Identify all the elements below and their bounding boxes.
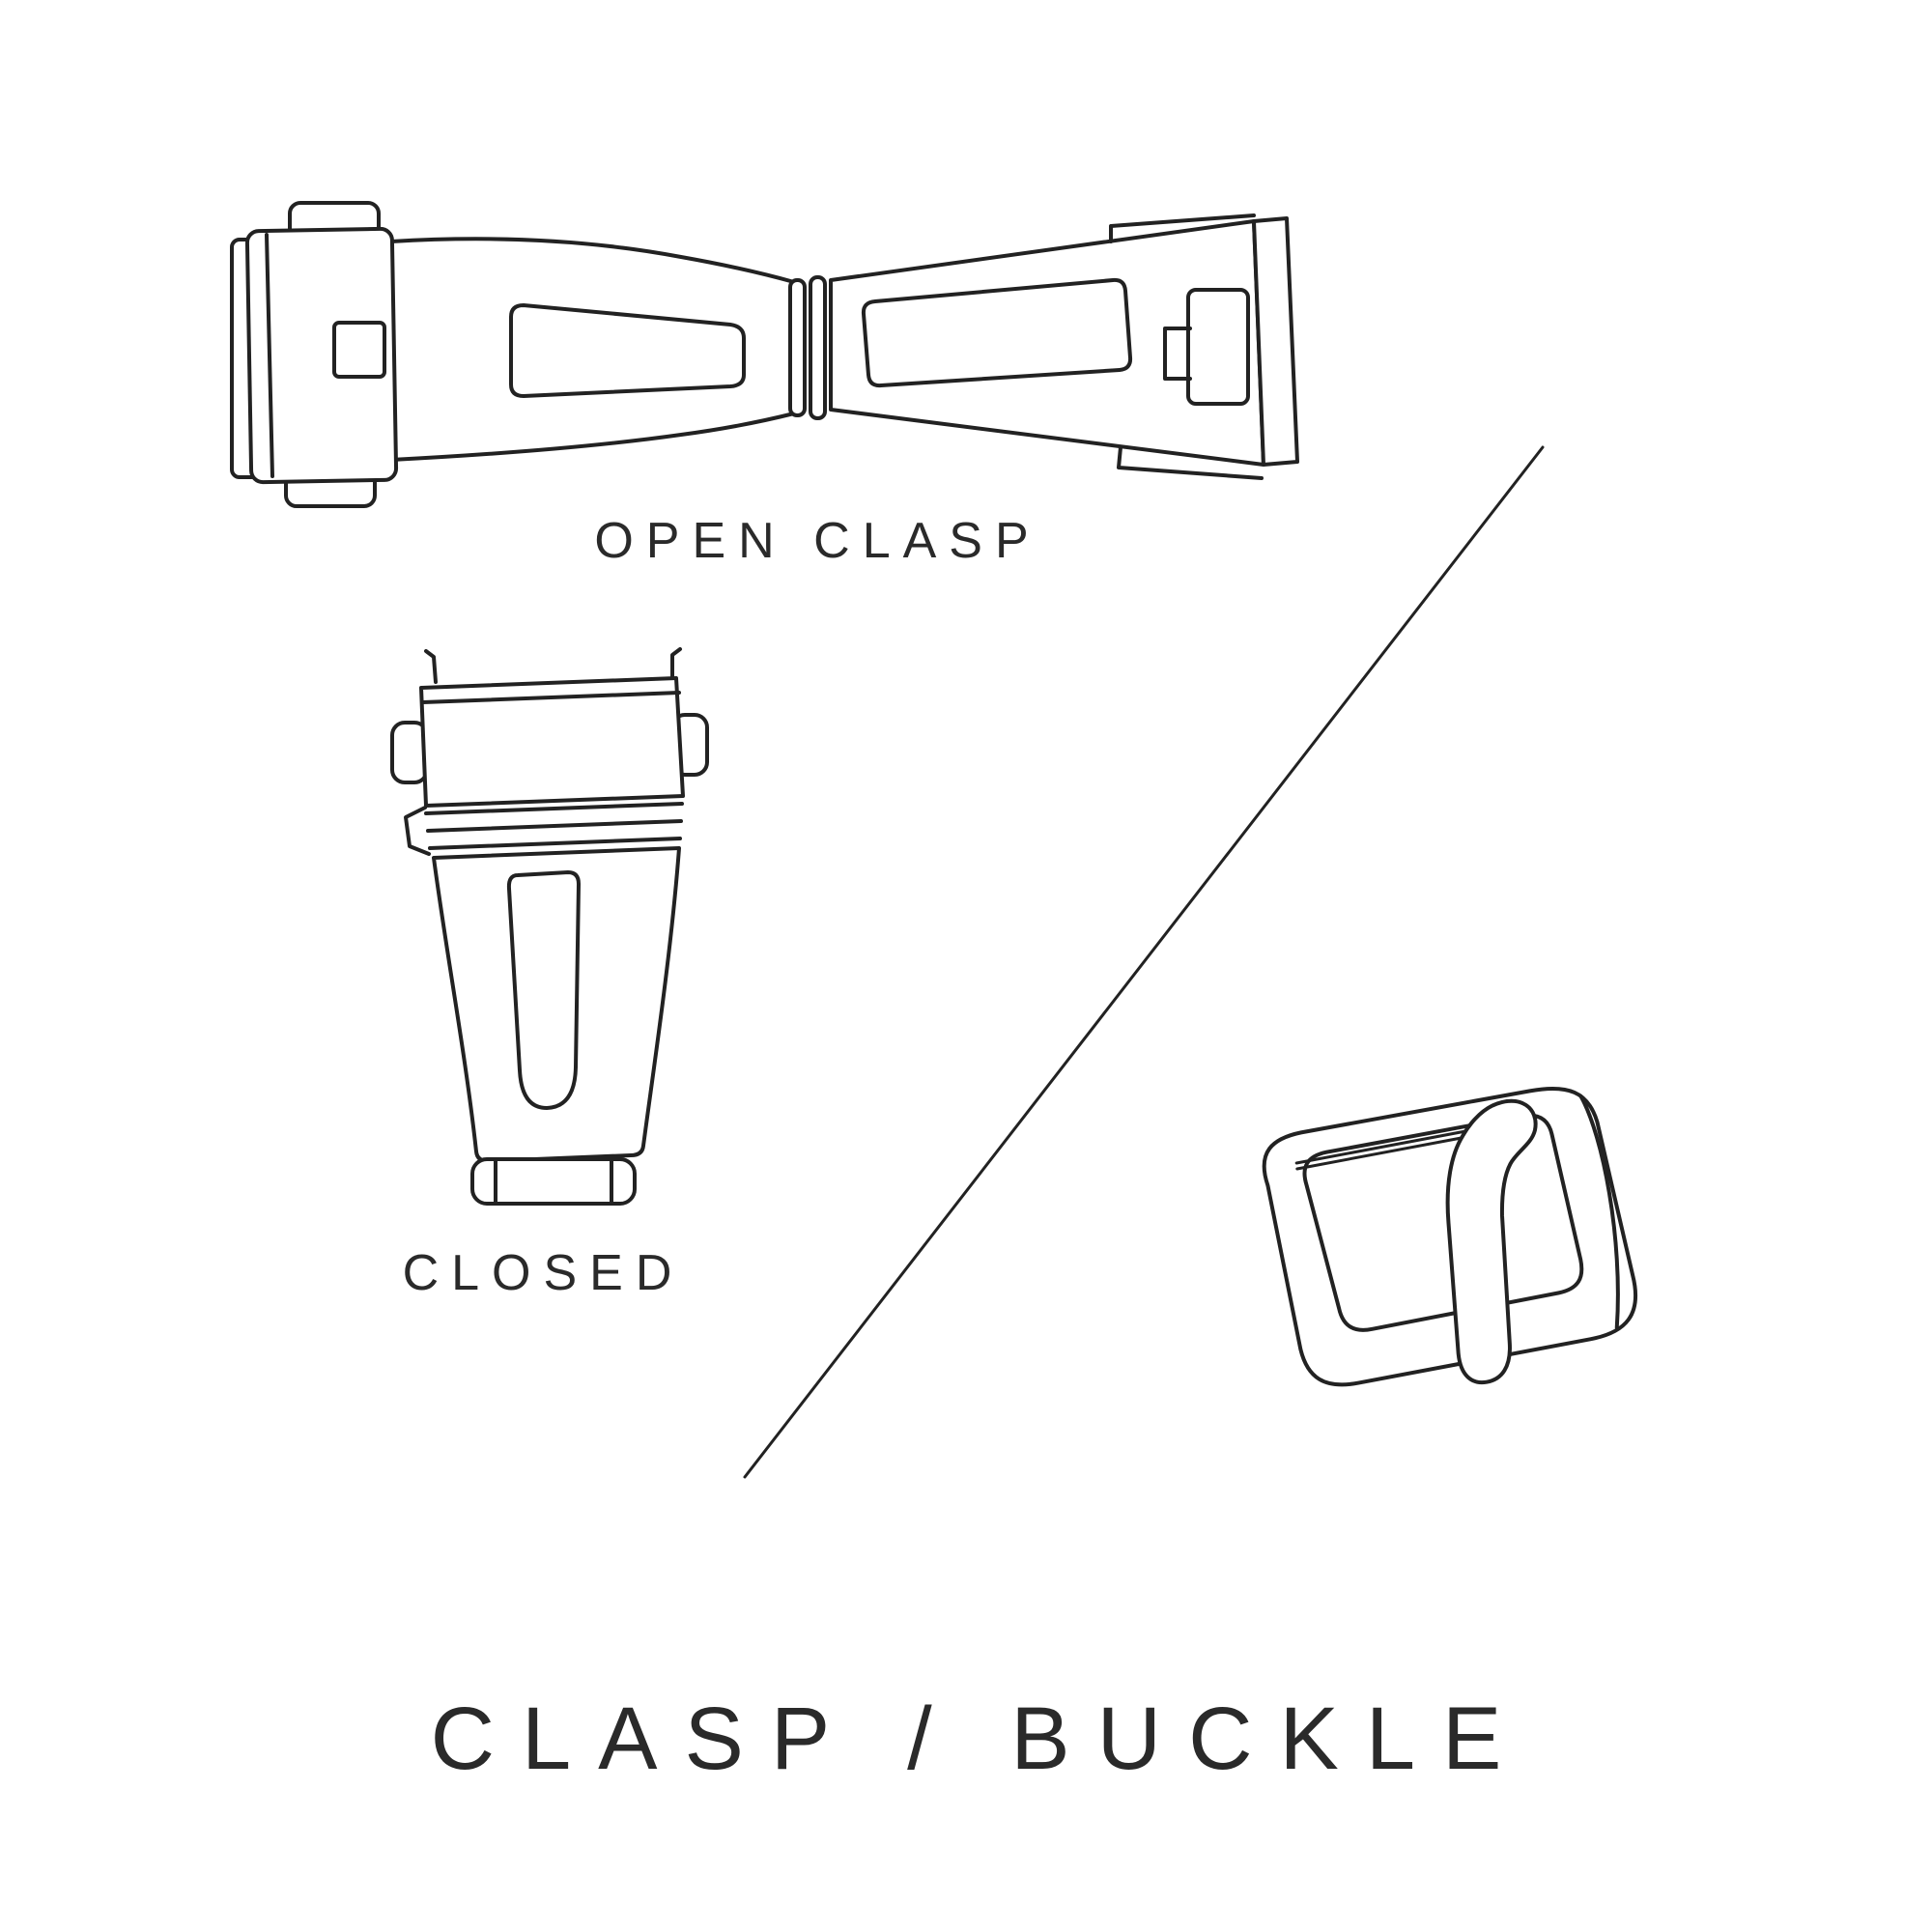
open-clasp-hinge-right bbox=[810, 277, 825, 418]
open-clasp-label: OPEN CLASP bbox=[594, 513, 1041, 569]
buckle-pin-axle-lower bbox=[1295, 1134, 1486, 1169]
open-clasp-right-arm-inner bbox=[864, 280, 1130, 385]
closed-clasp-left-tab bbox=[406, 808, 429, 854]
open-clasp-lock-notch bbox=[1165, 328, 1190, 379]
open-clasp-lock-slot bbox=[1188, 290, 1248, 404]
buckle-frame-inner bbox=[1301, 1111, 1586, 1334]
open-clasp-left-arm-inner bbox=[511, 305, 744, 396]
buckle-frame-thickness bbox=[1581, 1094, 1625, 1329]
closed-clasp-label: CLOSED bbox=[402, 1245, 685, 1301]
closed-clasp-body bbox=[434, 848, 679, 1161]
open-clasp-hinge-left bbox=[790, 280, 805, 415]
closed-clasp-prong-right bbox=[672, 649, 680, 680]
open-clasp-end-link-edge bbox=[267, 235, 272, 476]
open-clasp-left-arm bbox=[391, 239, 794, 460]
closed-clasp-prong-left bbox=[426, 651, 436, 682]
buckle-pin-axle bbox=[1294, 1128, 1485, 1163]
open-clasp-right-end-bar bbox=[1254, 218, 1297, 465]
buckle-tongue bbox=[1433, 1098, 1562, 1384]
diagonal-divider bbox=[745, 447, 1543, 1477]
tang-buckle-drawing bbox=[1259, 1082, 1643, 1404]
open-clasp-right-bottom-step bbox=[1119, 447, 1262, 478]
closed-clasp-end-link bbox=[472, 1159, 635, 1204]
closed-clasp-band-line-2 bbox=[428, 821, 681, 831]
closed-clasp-band-line-1 bbox=[426, 804, 682, 813]
closed-clasp-body-inner bbox=[509, 872, 579, 1108]
closed-clasp-cover bbox=[421, 678, 683, 806]
diagram-title: CLASP / BUCKLE bbox=[430, 1690, 1529, 1788]
open-clasp-square-hole bbox=[334, 323, 384, 377]
open-clasp-drawing bbox=[232, 203, 1297, 506]
open-clasp-end-link bbox=[247, 229, 397, 483]
closed-clasp-cover-edge bbox=[423, 693, 679, 702]
open-clasp-right-top-step bbox=[1111, 215, 1254, 242]
closed-clasp-band-line-3 bbox=[430, 838, 680, 848]
closed-clasp-drawing bbox=[392, 649, 707, 1204]
